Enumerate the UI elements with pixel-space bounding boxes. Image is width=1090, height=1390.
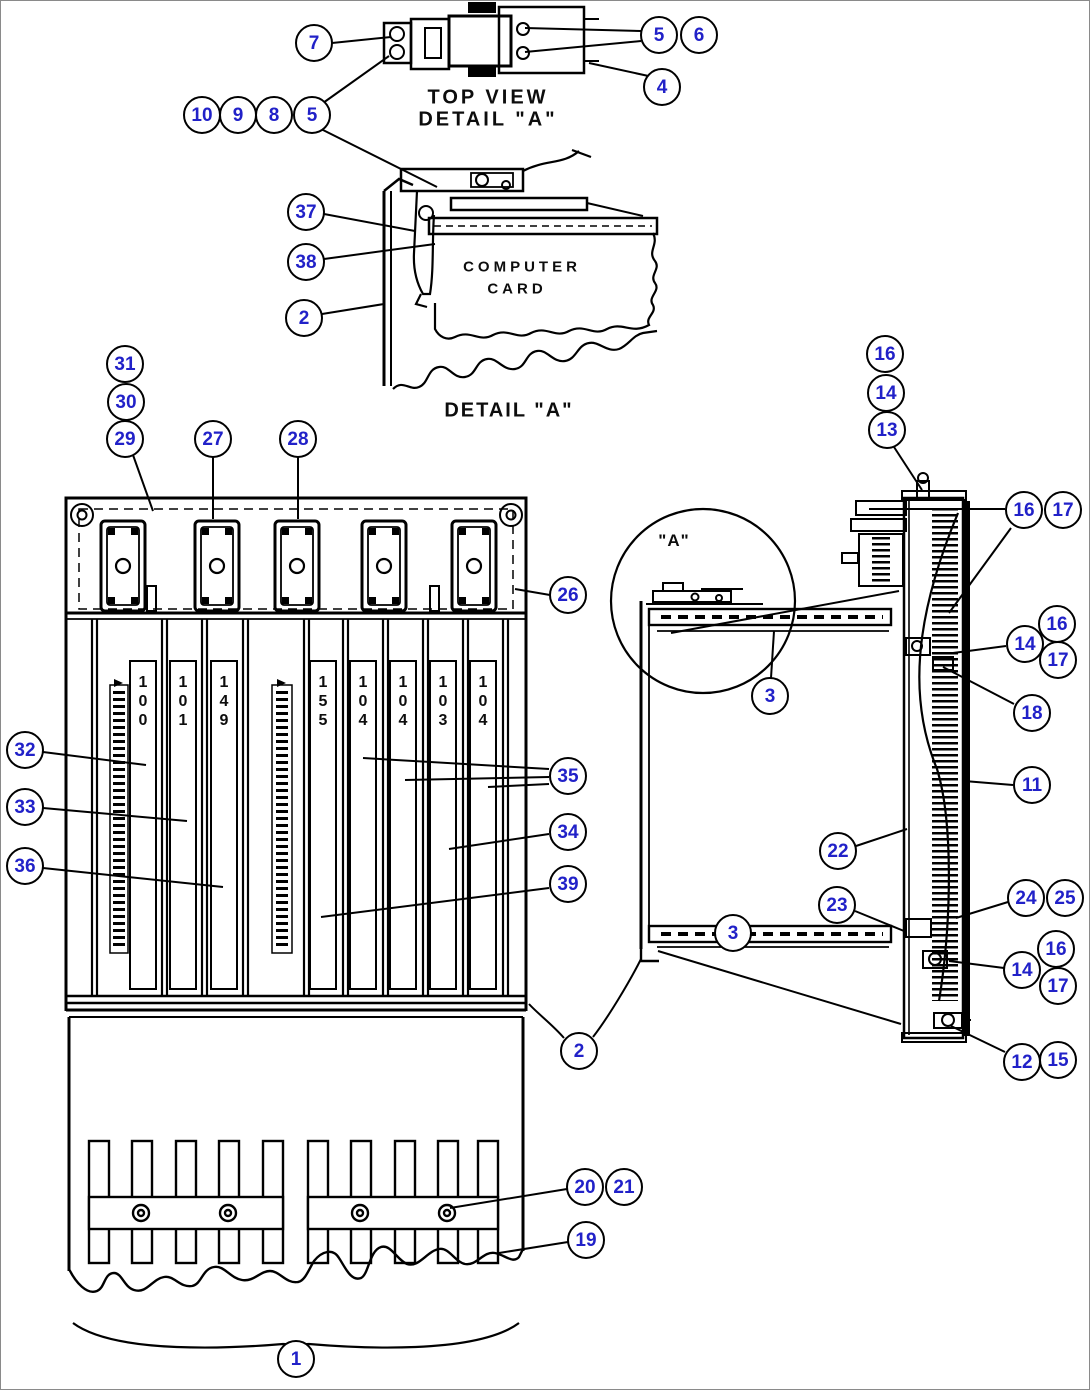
- callout-28: 28: [279, 420, 317, 458]
- card-slot-number-104: 1 0 4: [478, 674, 488, 729]
- card-slot-number-101: 1 0 1: [178, 674, 188, 729]
- side-view-drawing: [609, 472, 971, 1043]
- callout-23: 23: [818, 886, 856, 924]
- callout-16: 16: [1037, 930, 1075, 968]
- callout-29: 29: [106, 420, 144, 458]
- callout-3: 3: [751, 677, 789, 715]
- torn-bottom-edge: [67, 1245, 525, 1293]
- callout-17: 17: [1044, 491, 1082, 529]
- side-latch-detail: [646, 582, 763, 605]
- callout-15: 15: [1039, 1041, 1077, 1079]
- callout-34: 34: [549, 813, 587, 851]
- callout-36: 36: [6, 847, 44, 885]
- cards: [129, 660, 497, 990]
- edge-connector-strips: [109, 679, 293, 954]
- callout-6: 6: [680, 16, 718, 54]
- callout-33: 33: [6, 788, 44, 826]
- callout-4: 4: [643, 68, 681, 106]
- card-slot-number-104: 1 0 4: [398, 674, 408, 729]
- card-slot-number-104: 1 0 4: [358, 674, 368, 729]
- a-reference-label: "A": [658, 531, 690, 550]
- callout-24: 24: [1007, 879, 1045, 917]
- computer-card-label-line2: CARD: [487, 280, 547, 298]
- callout-31: 31: [106, 345, 144, 383]
- callout-25: 25: [1046, 879, 1084, 917]
- top-view-title-line1: TOP VIEW: [427, 86, 549, 109]
- callout-26: 26: [549, 576, 587, 614]
- card-slot-number-155: 1 5 5: [318, 674, 328, 729]
- callout-38: 38: [287, 243, 325, 281]
- callout-2: 2: [285, 299, 323, 337]
- callout-32: 32: [6, 731, 44, 769]
- front-view-drawing: [64, 496, 528, 1293]
- callout-37: 37: [287, 193, 325, 231]
- callout-17: 17: [1039, 641, 1077, 679]
- top-view-title-line2: DETAIL "A": [418, 108, 558, 131]
- callout-5: 5: [293, 96, 331, 134]
- callout-27: 27: [194, 420, 232, 458]
- callout-16: 16: [1038, 605, 1076, 643]
- callout-5: 5: [640, 16, 678, 54]
- callout-11: 11: [1013, 766, 1051, 804]
- callout-35: 35: [549, 757, 587, 795]
- slot-separators: [90, 619, 510, 996]
- callout-14: 14: [1006, 625, 1044, 663]
- callout-10: 10: [183, 96, 221, 134]
- callout-22: 22: [819, 832, 857, 870]
- leader-lines: [42, 27, 1015, 1353]
- detail-a-drawing: [382, 148, 659, 390]
- side-top-connector: [841, 472, 930, 587]
- card-slot-number-100: 1 0 0: [138, 674, 148, 729]
- callout-9: 9: [219, 96, 257, 134]
- callout-18: 18: [1013, 694, 1051, 732]
- callout-14: 14: [867, 374, 905, 412]
- callout-3: 3: [714, 914, 752, 952]
- callout-12: 12: [1003, 1043, 1041, 1081]
- callout-21: 21: [605, 1168, 643, 1206]
- top-view-assembly-drawing: [382, 2, 599, 77]
- callout-13: 13: [868, 411, 906, 449]
- callout-1: 1: [277, 1340, 315, 1378]
- callout-30: 30: [107, 383, 145, 421]
- callout-2: 2: [560, 1032, 598, 1070]
- callout-17: 17: [1039, 967, 1077, 1005]
- side-hardware: [905, 637, 971, 1029]
- callout-16: 16: [1005, 491, 1043, 529]
- callout-19: 19: [567, 1221, 605, 1259]
- callout-7: 7: [295, 24, 333, 62]
- card-slot-number-149: 1 4 9: [219, 674, 229, 729]
- callout-39: 39: [549, 865, 587, 903]
- computer-card-label-line1: COMPUTER: [463, 258, 581, 276]
- callout-8: 8: [255, 96, 293, 134]
- callout-16: 16: [866, 335, 904, 373]
- connector-modules: [99, 519, 498, 613]
- comb-structures: [87, 1139, 500, 1265]
- callout-20: 20: [566, 1168, 604, 1206]
- detail-a-caption: DETAIL "A": [444, 399, 574, 422]
- callout-14: 14: [1003, 951, 1041, 989]
- card-slot-number-103: 1 0 3: [438, 674, 448, 729]
